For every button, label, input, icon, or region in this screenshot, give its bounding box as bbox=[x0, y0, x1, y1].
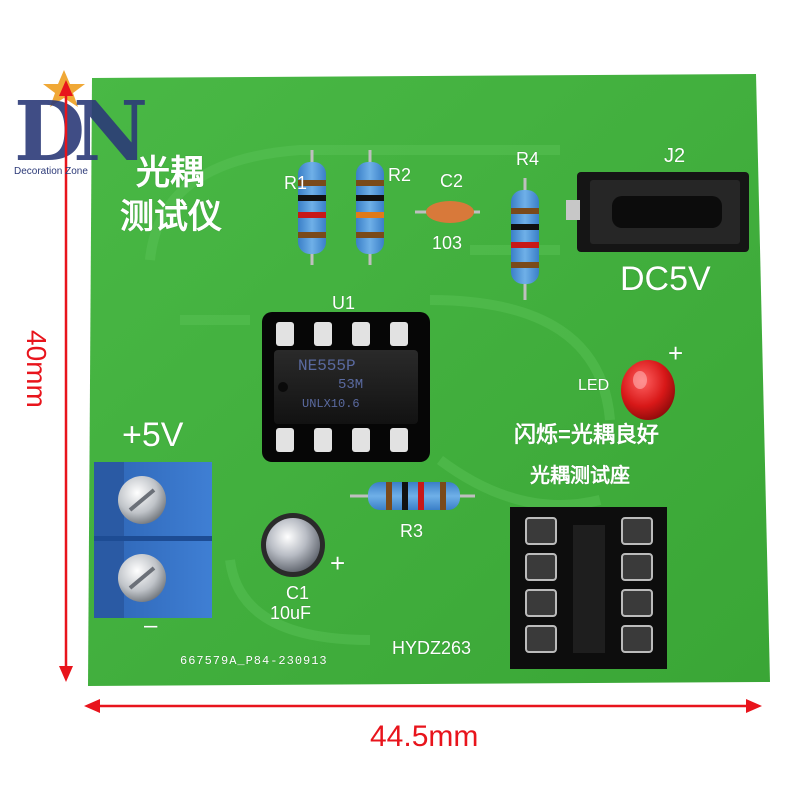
width-dimension bbox=[84, 699, 762, 713]
test-socket bbox=[510, 507, 667, 669]
label-j2: J2 bbox=[664, 145, 686, 167]
resistor-r4 bbox=[511, 178, 539, 300]
label-r2: R2 bbox=[388, 165, 412, 185]
board-title-line2: 测试仪 bbox=[120, 197, 222, 237]
label-r3: R3 bbox=[400, 521, 424, 541]
dc-voltage-label: DC5V bbox=[620, 260, 711, 298]
capacitor-c1 bbox=[261, 513, 325, 577]
pcb-code: 667579A_P84-230913 bbox=[180, 654, 328, 668]
resistor-r3 bbox=[350, 482, 475, 510]
c1-value: 10uF bbox=[270, 603, 312, 623]
label-r4: R4 bbox=[516, 149, 540, 169]
model-label: HYDZ263 bbox=[392, 638, 472, 658]
minus-label: – bbox=[144, 612, 158, 639]
dc-jack bbox=[566, 172, 749, 252]
svg-text:DN: DN bbox=[14, 84, 145, 180]
ic-marking-2: 53M bbox=[338, 377, 364, 393]
height-label: 40mm bbox=[21, 330, 52, 408]
capacitor-c2 bbox=[415, 201, 480, 223]
board-title-line1: 光耦 bbox=[136, 153, 204, 193]
resistor-r1 bbox=[298, 150, 326, 265]
label-r1: R1 bbox=[284, 173, 308, 193]
c2-value: 103 bbox=[432, 233, 463, 253]
socket-label: 光耦测试座 bbox=[530, 465, 630, 487]
height-dimension bbox=[59, 80, 73, 682]
logo-tagline: Decoration Zone bbox=[14, 166, 88, 177]
led-plus-mark: + bbox=[668, 338, 684, 368]
power-label: +5V bbox=[122, 416, 184, 454]
blink-note: 闪烁=光耦良好 bbox=[514, 422, 659, 447]
screw-terminal bbox=[94, 462, 212, 618]
ic-u1 bbox=[262, 312, 430, 462]
ic-marking-1: NE555P bbox=[298, 357, 356, 375]
ic-marking-3: UNLX10.6 bbox=[302, 397, 360, 411]
logo: DN bbox=[14, 70, 157, 180]
led bbox=[621, 360, 675, 420]
label-u1: U1 bbox=[332, 293, 356, 313]
label-c2: C2 bbox=[440, 171, 464, 191]
width-label: 44.5mm bbox=[370, 720, 479, 753]
c1-plus-mark: + bbox=[330, 548, 346, 578]
resistor-r2 bbox=[356, 150, 384, 265]
label-led: LED bbox=[578, 377, 610, 394]
label-c1: C1 bbox=[286, 583, 310, 603]
